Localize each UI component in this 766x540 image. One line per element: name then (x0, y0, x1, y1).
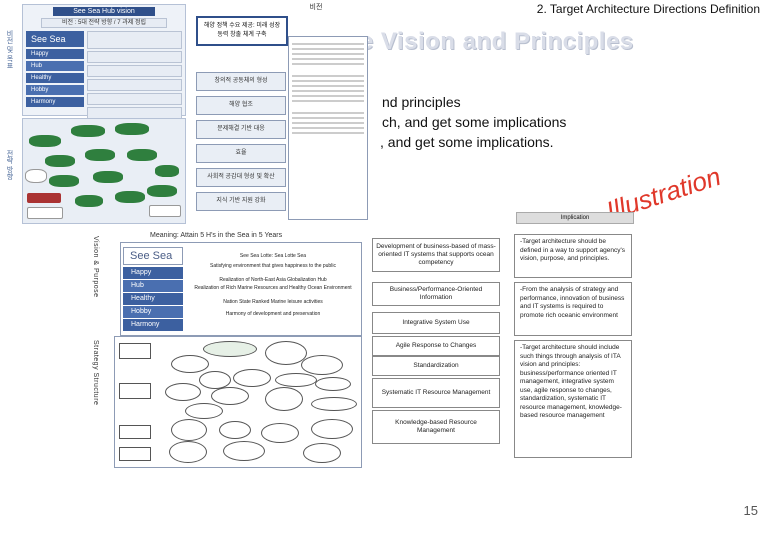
vision-col-title: 비전 (309, 4, 323, 11)
hub-item-hub: Hub (123, 280, 183, 292)
impl-left-box-3: Integrative System Use (372, 312, 500, 334)
slide-section-title: 2. Target Architecture Directions Defini… (536, 2, 760, 16)
purpose-row-2: Satisfying environment that gives happin… (210, 263, 336, 269)
hub-item-healthy: Healthy (123, 293, 183, 305)
implication-header: Implication (516, 212, 634, 224)
bullet-line-1: nd principles (382, 94, 461, 110)
page-number: 15 (743, 503, 758, 518)
doc-text-column (87, 31, 182, 119)
vision-step-2: 해양 협조 (196, 96, 286, 115)
impl-left-box-6: Systematic IT Resource Management (372, 378, 500, 408)
vision-side-notes (288, 36, 368, 220)
main-title: re Vision and Principles (350, 28, 634, 55)
impl-right-text-2: -From the analysis of strategy and perfo… (514, 282, 632, 336)
doc-see-sea: See Sea (26, 31, 84, 47)
vision-step-4: 효율 (196, 144, 286, 163)
purpose-row-5: Nation State Ranked Marine leisure activ… (223, 299, 323, 305)
impl-right-text-3: -Target architecture should include such… (514, 340, 632, 458)
doc-item-hub: Hub (26, 61, 84, 71)
purpose-row-1: See Sea Lotte: Sea Lotte Sea (239, 253, 307, 259)
hub-item-harmony: Harmony (123, 319, 183, 331)
doc-side-label-strategy: 전략 방향 (6, 150, 13, 180)
meaning-label: Meaning: Attain 5 H's in the Sea in 5 Ye… (150, 232, 283, 239)
impl-left-box-1: Development of business-based of mass-or… (372, 238, 500, 272)
vision-purpose-panel: See Sea Happy Hub Healthy Hobby Harmony … (120, 242, 362, 336)
hub-item-happy: Happy (123, 267, 183, 279)
doc-item-happy: Happy (26, 49, 84, 59)
doc-subbanner: 비전 : 5대 전략 방향 / 7 과제 정립 (41, 18, 167, 28)
doc-item-harmony: Harmony (26, 97, 84, 107)
impl-right-text-1: -Target architecture should be defined i… (514, 234, 632, 278)
impl-left-box-2: Business/Performance-Oriented Informatio… (372, 282, 500, 306)
vision-column: 비전 해양 정책 수요 제공: 미래 성장동력 창출 체계 구축 창의적 공동체… (196, 0, 368, 220)
vertical-label-vision-purpose: Vision & Purpose (92, 236, 99, 298)
purpose-row-3: Realization of North-East Asia Globaliza… (219, 277, 327, 283)
doc-thumbnail-strategy-network (22, 118, 186, 224)
doc-thumbnail-vision: See Sea Hub vision 비전 : 5대 전략 방향 / 7 과제 … (22, 4, 186, 119)
bullet-line-3: , and get some implications. (380, 134, 554, 150)
purpose-row-6: Harmony of development and preservation (225, 311, 321, 317)
impl-left-box-5: Standardization (372, 356, 500, 376)
impl-left-box-4: Agile Response to Changes (372, 336, 500, 356)
vision-step-3: 문제해결 기반 대응 (196, 120, 286, 139)
doc-side-label-vision: 비전 및 목표 (6, 30, 13, 69)
vision-step-6: 지식 기반 지원 강화 (196, 192, 286, 211)
impl-left-box-7: Knowledge-based Resource Management (372, 410, 500, 444)
vision-step-1: 창의적 공동체의 형성 (196, 72, 286, 91)
see-sea-label: See Sea (123, 247, 183, 265)
bullet-line-2: ch, and get some implications (382, 114, 567, 130)
strategy-structure-panel (114, 336, 362, 468)
doc-item-hobby: Hobby (26, 85, 84, 95)
vertical-label-strategy-structure: Strategy Structure (92, 340, 99, 406)
vision-step-5: 사회적 공감대 형성 및 확산 (196, 168, 286, 187)
hub-item-hobby: Hobby (123, 306, 183, 318)
purpose-row-4: Realization of Rich Marine Resources and… (194, 285, 352, 291)
doc-item-healthy: Healthy (26, 73, 84, 83)
doc-banner: See Sea Hub vision (53, 7, 155, 16)
vision-top-box: 해양 정책 수요 제공: 미래 성장동력 창출 체계 구축 (196, 16, 288, 46)
